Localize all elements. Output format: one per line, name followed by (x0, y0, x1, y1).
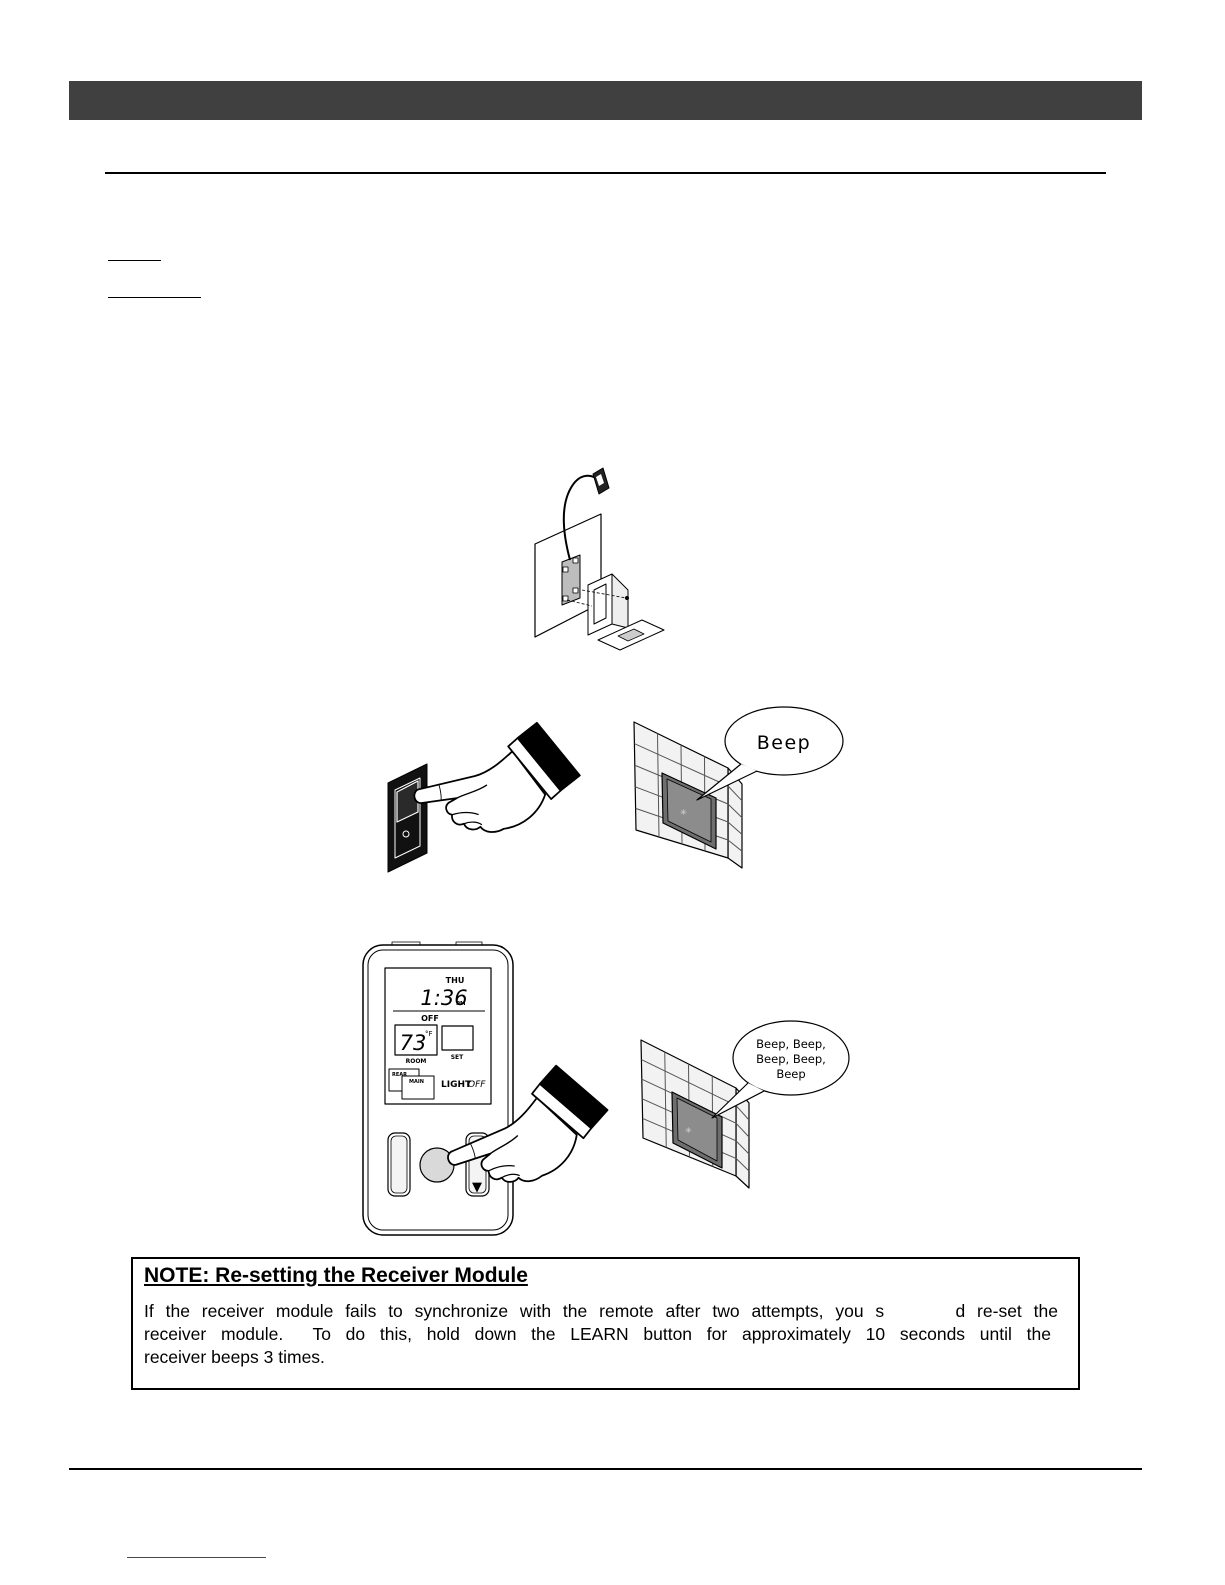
light-label: LIGHT (441, 1080, 472, 1090)
tile-grid-line (657, 733, 660, 838)
fireplace-illustration: ✳ (633, 721, 743, 869)
section-header-bar (69, 81, 1142, 120)
cover-plate-window (617, 628, 645, 642)
tile-grid-line (727, 785, 743, 802)
remote-body-inner (367, 949, 509, 1231)
switch-off-mark (402, 830, 410, 838)
title-rule (105, 172, 1106, 174)
footer-rule (69, 1468, 1142, 1470)
remote-figure: THU 1:36 PM OFF 73 °F ROOM SET REAR MAIN… (362, 941, 850, 1236)
wall-switch-plate (387, 763, 428, 873)
receiver-module-face (596, 474, 604, 486)
note-text-line: receiver module. To do this, hold down t… (144, 1324, 1051, 1344)
tile-grid-line (641, 1059, 737, 1107)
tile-grid-line (727, 839, 743, 852)
screw-guide-line (566, 599, 593, 607)
tile-grid-line (735, 1122, 750, 1138)
footer-link-underline[interactable] (127, 1557, 266, 1558)
room-temp-box (394, 1024, 438, 1056)
remote-up-button-inner (390, 1135, 408, 1194)
room-temp-unit: °F (425, 1030, 433, 1038)
screw-guide-line (581, 589, 627, 599)
set-temp-box (441, 1025, 474, 1051)
wall-switch-rocker (396, 780, 419, 823)
zone-main-label: MAIN (409, 1079, 424, 1085)
tile-grid-line (727, 821, 743, 835)
remote-time: 1:36 (420, 986, 467, 1010)
down-arrow-icon: ▼ (472, 1180, 482, 1195)
remote-day: THU (446, 976, 465, 985)
heading-underline (108, 260, 161, 261)
box-terminal (572, 587, 579, 594)
pointing-hand-icon (447, 1064, 609, 1183)
screw (625, 596, 629, 600)
wall-switch-frame (394, 777, 421, 859)
flame-mark: ✳ (680, 808, 687, 817)
fireplace-illustration: ✳ (640, 1039, 750, 1189)
speech-bubble: Beep (696, 706, 844, 801)
box-terminal (562, 595, 569, 602)
bubble-text: Beep (757, 732, 811, 754)
note-text-line: receiver beeps 3 times. (144, 1347, 325, 1367)
fireplace-glass (676, 1097, 718, 1162)
bubble-text-line: Beep (776, 1067, 805, 1081)
fireplace-glass (666, 778, 712, 843)
tile-grid-line (664, 1051, 667, 1148)
receiver-cable (562, 474, 599, 561)
speech-bubble: Beep, Beep, Beep, Beep, Beep (711, 1020, 850, 1119)
cover-frame-side (611, 573, 629, 629)
tile-grid-line (735, 1105, 750, 1121)
flame-mark: ✳ (685, 1126, 692, 1135)
bubble-text-line: Beep, Beep, (756, 1037, 826, 1051)
box-terminal (572, 557, 579, 564)
tile-grid-line (727, 803, 743, 818)
switch-figure: ✳ Beep (387, 706, 844, 873)
zone-main-box (401, 1075, 435, 1100)
cover-frame-opening (593, 583, 607, 625)
tile-grid-line (735, 1158, 750, 1172)
receiver-install-figure (534, 467, 665, 651)
note-text-line: If the receiver module fails to synchron… (144, 1301, 1058, 1321)
note-box: NOTE: Re-setting the Receiver Module If … (131, 1257, 1080, 1390)
note-title: NOTE: Re-setting the Receiver Module (144, 1264, 528, 1287)
room-label: ROOM (406, 1058, 427, 1065)
room-temp-value: 73 (400, 1031, 427, 1055)
tile-grid-line (735, 1140, 750, 1155)
remote-meridiem: PM (456, 1001, 466, 1007)
pointing-hand-icon (413, 721, 581, 833)
tile-grid-line (634, 743, 729, 787)
set-label: SET (451, 1054, 464, 1061)
light-state: OFF (468, 1080, 486, 1090)
zone-rear-label: REAR (392, 1072, 407, 1078)
box-terminal (562, 566, 569, 573)
bubble-text-line: Beep, Beep, (756, 1052, 826, 1066)
heading-underline (108, 297, 201, 298)
remote-mode: OFF (421, 1014, 439, 1023)
